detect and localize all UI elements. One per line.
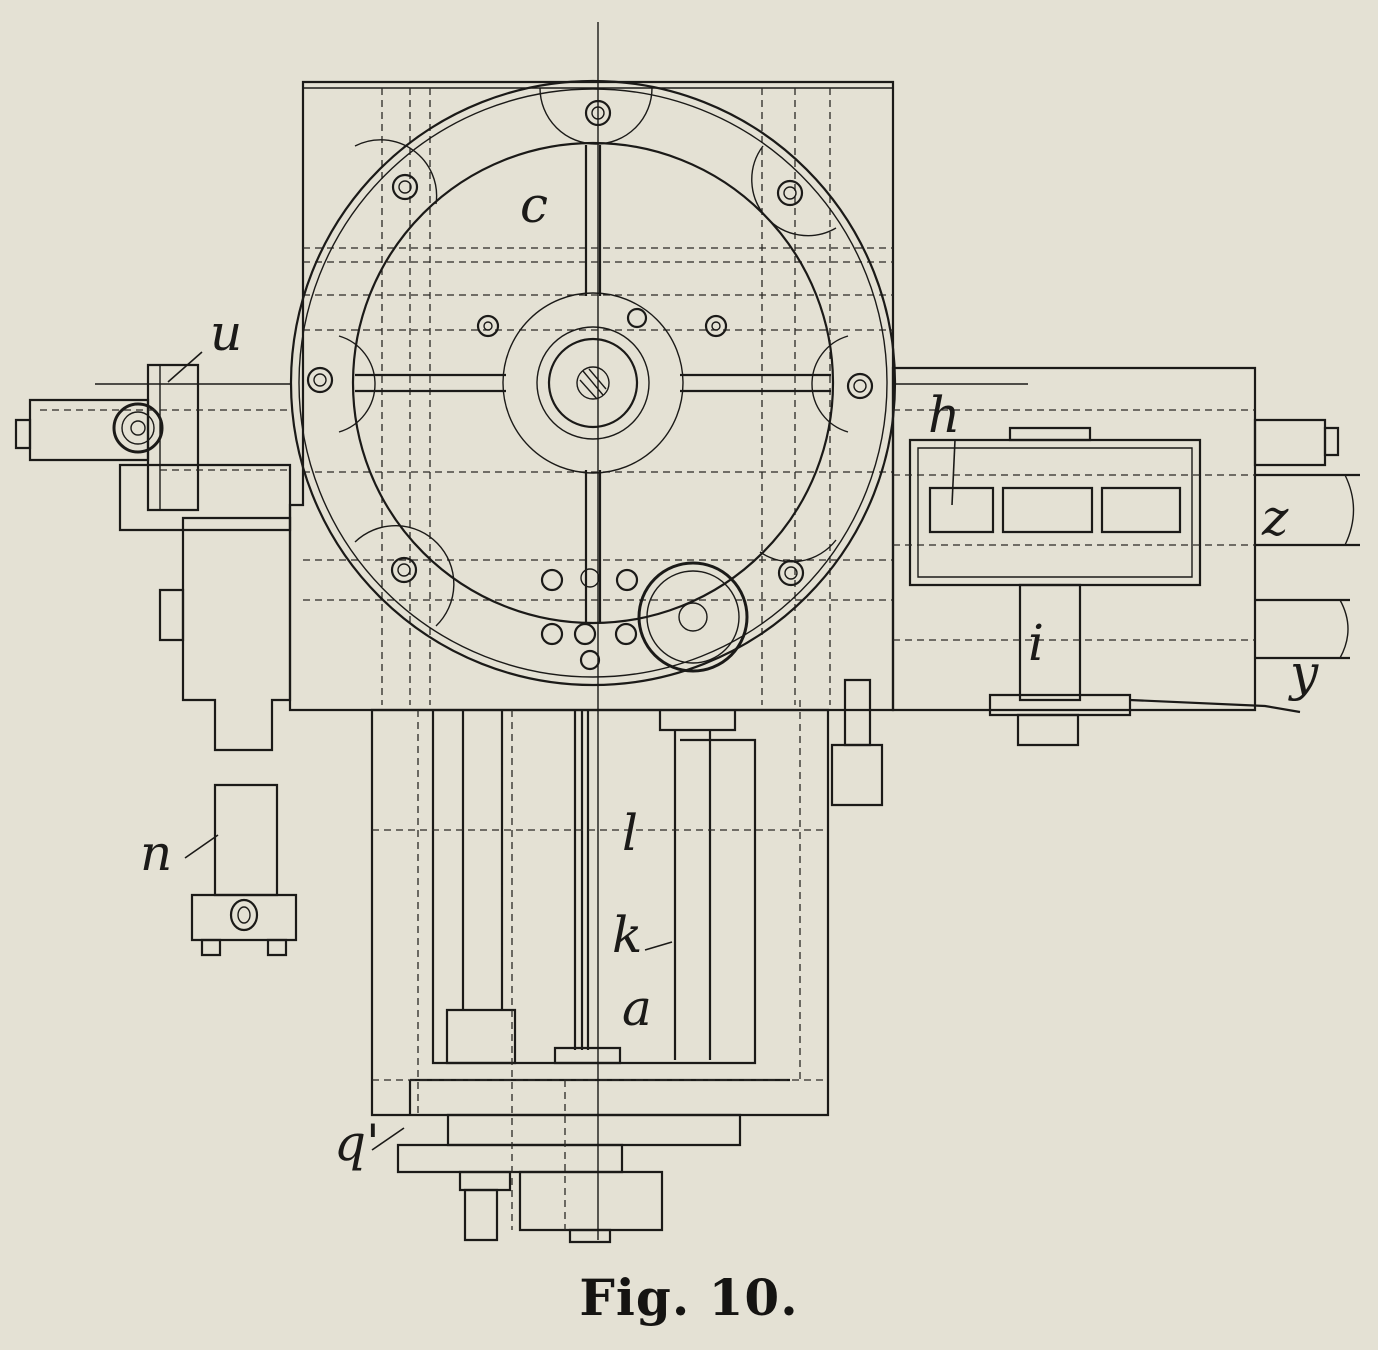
label-h: h (928, 386, 960, 444)
lower-column (370, 678, 884, 1244)
leader-n (184, 834, 219, 859)
leader-u (167, 351, 203, 383)
label-c: c (520, 176, 548, 234)
figure-caption: Fig. 10. (579, 1268, 799, 1327)
bolt-set (306, 99, 874, 671)
disc-c (289, 79, 897, 687)
small-gear (637, 561, 749, 673)
leader-k (644, 941, 673, 951)
leader-h (951, 439, 956, 506)
label-u: u (210, 304, 242, 362)
part-n (190, 783, 298, 957)
label-a: a (622, 979, 652, 1037)
right-box-h (891, 366, 1360, 747)
leader-q (371, 1127, 405, 1151)
label-y: y (1288, 644, 1319, 702)
label-n: n (140, 824, 172, 882)
label-k: k (612, 906, 642, 964)
label-i: i (1028, 614, 1044, 672)
label-l: l (622, 804, 638, 862)
label-z: z (1261, 489, 1289, 547)
label-q: q' (334, 1114, 380, 1172)
callouts: c u h z i y n l k a q' (140, 176, 1319, 1172)
left-bracket-u (14, 363, 292, 752)
